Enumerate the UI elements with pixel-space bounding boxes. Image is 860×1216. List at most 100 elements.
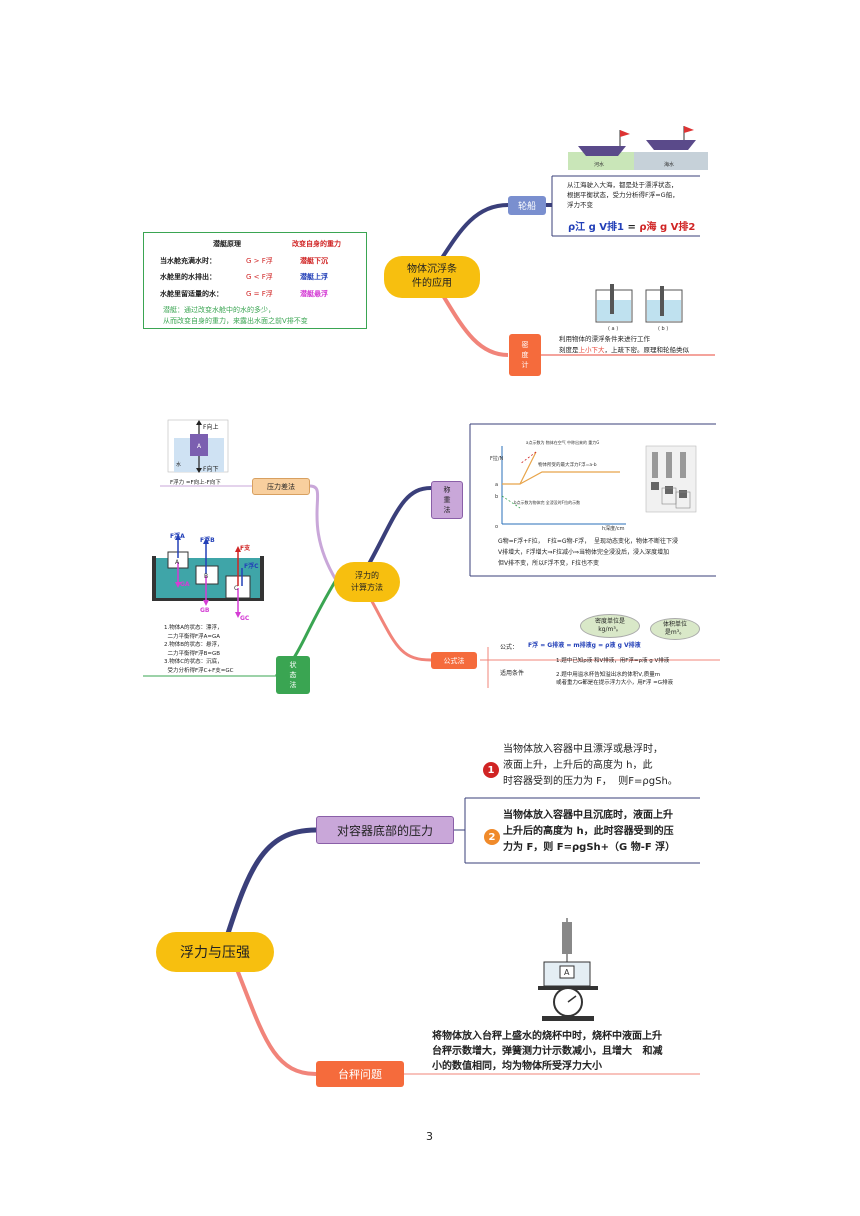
scale-letter: A	[564, 968, 570, 977]
caption-b: ( b )	[658, 326, 668, 332]
rongqi-text-1: 当物体放入容器中且漂浮或悬浮时， 液面上升，上升后的高度为 h，此 时容器受到的…	[503, 744, 678, 787]
label-gb: GB	[200, 607, 210, 614]
midujI-line2-red: 上小下大	[578, 346, 605, 354]
node-fuli-yaqiang[interactable]: 浮力与压强	[156, 932, 274, 972]
hydrometer-illustration: ( a ) ( b )	[595, 284, 683, 332]
cond-1: 1.题中已知ρ液 和V排液，用F浮=ρ液 g V排液	[556, 658, 670, 664]
block-letter: A	[197, 443, 202, 450]
water-label: 水	[176, 461, 181, 468]
curve-b	[519, 471, 620, 485]
badge-1: 1	[483, 762, 499, 778]
three-objects-illustration: F浮A F浮B F浮C F支 GA GB GC A B C	[152, 532, 264, 622]
label-fc: F浮C	[244, 562, 259, 570]
letter-b: B	[204, 573, 208, 580]
node-rongqi[interactable]: 对容器底部的压力	[316, 816, 454, 844]
midujI-line1: 利用物体的漂浮条件来进行工作	[559, 335, 650, 343]
label-fa: F浮A	[170, 532, 185, 540]
point-o: o	[495, 524, 498, 530]
taicheng-text: 将物体放入台秤上盛水的烧杯中时，烧杯中液面上升 台秤示数增大，弹簧测力计示数减小…	[432, 1031, 663, 1072]
rongqi-text-2: 当物体放入容器中且沉底时，液面上升 上升后的高度为 h，此时容器受到的压 力为 …	[503, 810, 676, 853]
qianting-box	[143, 232, 367, 329]
lunchuan-formula: ρ江 g V排1 = ρ海 g V排2	[568, 218, 695, 233]
branch-yali	[309, 484, 338, 581]
ship-1-icon	[578, 146, 626, 156]
formula-left: ρ江 g V排1	[568, 222, 624, 233]
lunchuan-note: 从江海驶入大海，都是处于漂浮状态， 根据平衡状态，受力分析得F浮=G船， 浮力不…	[567, 181, 679, 209]
gongshi-formula: F浮 = G排液 = m排液g = ρ液 g V排液	[528, 642, 641, 649]
node-yali[interactable]: 压力差法	[252, 478, 310, 495]
qianting-row1-label: 当水舱充满水时：	[160, 257, 216, 265]
max-label: 物体所受的最大浮力F浮=a-b	[538, 461, 597, 468]
zhuangtai-desc: 1.物体A的状态：漂浮， 二力平衡得F浮A=GA 2.物体B的状态：悬浮， 二力…	[164, 625, 234, 674]
qianting-row3-result: 潜艇悬浮	[300, 290, 328, 298]
label-fb: F浮B	[200, 536, 215, 544]
curve-a	[502, 451, 537, 485]
qianting-row3-cond: G = F浮	[246, 290, 273, 298]
page-number: 3	[426, 1130, 433, 1143]
point-b: b	[495, 494, 498, 500]
spring-scale-icon	[562, 922, 572, 954]
node-gongshi[interactable]: 公式法	[431, 652, 477, 669]
qianting-row2-label: 水舱里的水排出：	[160, 273, 216, 281]
label-fn: F支	[240, 544, 251, 552]
qianting-row2-result: 潜艇上浮	[300, 273, 328, 281]
node-zhuangtai[interactable]: 状 态 法	[276, 656, 310, 694]
bubble-volume-unit: 体积单位 是m³。	[650, 618, 700, 640]
qianting-row2-cond: G < F浮	[246, 273, 273, 281]
node-chengzhong[interactable]: 称 重 法	[431, 481, 463, 519]
formula-label: 公式：	[500, 644, 519, 651]
letter-a: A	[175, 559, 180, 566]
hydrometer-b-icon	[660, 286, 664, 316]
f-down-label: F向下	[203, 465, 218, 473]
node-wuti-chenfu[interactable]: 物体沉浮条 件的应用	[384, 256, 480, 298]
spring-scales-icon	[645, 445, 697, 513]
river-label: 河水	[594, 161, 604, 168]
node-lunchuan[interactable]: 轮船	[508, 196, 546, 215]
ship-illustration: 河水 海水	[568, 126, 708, 170]
branch-chengzhong	[358, 486, 432, 582]
branch-rongqi	[219, 827, 317, 953]
node-midujI[interactable]: 密 度 计	[509, 334, 541, 376]
chengzhong-desc: G物=F浮+F拉， F拉=G物-F浮， 呈现动态变化，物体不断往下浸 V排增大，…	[498, 538, 678, 567]
sea-water-icon	[634, 152, 708, 170]
sea-label: 海水	[664, 161, 674, 168]
scale-illustration: A	[538, 918, 598, 1021]
pressure-difference-illustration: F向上 F向下 水 A	[167, 419, 229, 473]
formula-right: ρ海 g V排2	[639, 222, 696, 233]
badge-2: 2	[484, 829, 500, 845]
spring-scale-graph: F拉/N h深度/cm a b o 物体所受的最大浮力F浮=a-b a点示数为 …	[490, 439, 697, 532]
f-up-label: F向上	[203, 423, 218, 431]
hydrometer-a-icon	[610, 284, 614, 314]
object-b-icon	[195, 565, 219, 585]
qianting-row1-result: 潜艇下沉	[300, 257, 328, 265]
caption-a: ( a )	[608, 326, 618, 332]
label-gc: GC	[240, 615, 250, 622]
letter-c: C	[234, 585, 238, 592]
formula-eq: =	[627, 222, 636, 233]
bubble-density-unit: 密度单位是 kg/m³。	[580, 614, 640, 638]
note-b: b点示数为物体完 全浸没时F拉的示数	[514, 499, 580, 505]
qianting-h1: 潜艇原理	[213, 240, 241, 248]
point-a: a	[495, 482, 498, 488]
block-a-icon	[190, 434, 208, 456]
yali-formula: F浮力 =F向上-F向下	[170, 480, 221, 486]
qianting-row1-cond: G > F浮	[246, 257, 273, 265]
midujI-line2-pre: 刻度是	[559, 346, 579, 354]
y-axis-label: F拉/N	[490, 455, 504, 462]
branch-taicheng	[228, 951, 317, 1076]
qianting-note: 潜艇：通过改变水舱中的水的多少， 从而改变自身的重力，来露出水面之前V排不变	[163, 306, 308, 325]
node-fuli-jisuan[interactable]: 浮力的 计算方法	[334, 562, 400, 602]
river-water-icon	[568, 152, 634, 170]
qianting-h2: 改变自身的重力	[292, 240, 341, 248]
block-icon	[559, 965, 575, 979]
qianting-row3-label: 水舱里留适量的水：	[160, 290, 223, 298]
x-axis-label: h深度/cm	[602, 525, 625, 532]
midujI-line2-post: ，上疏下密。原理和轮船类似	[604, 346, 690, 354]
note-a: a点示数为 物体在空气 中称出来的 重力G	[526, 439, 599, 445]
label-ga: GA	[180, 581, 190, 588]
node-taicheng[interactable]: 台秤问题	[316, 1061, 404, 1087]
ship-2-icon	[646, 140, 696, 150]
midujI-line2: 刻度是上小下大，上疏下密。原理和轮船类似	[559, 344, 689, 354]
